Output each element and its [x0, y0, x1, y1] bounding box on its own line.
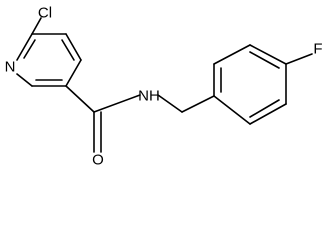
bond-b5-b6 — [249, 103, 287, 125]
bond-b3-b4-inner — [249, 51, 280, 69]
bond-c6-n1 — [16, 73, 33, 87]
bond-n1-c2-inner — [23, 39, 36, 59]
bond-c4-c5 — [65, 59, 82, 87]
bond-n1-c2 — [16, 33, 33, 61]
bond-c3-c4 — [65, 33, 82, 61]
pyridine-ring — [16, 33, 82, 87]
bond-carbonyl-n — [93, 94, 141, 113]
bond-b6-b1 — [213, 95, 251, 125]
bond-b2-b3 — [213, 44, 251, 65]
bond-n-ch2 — [157, 94, 183, 113]
fluorine-label: F — [313, 41, 322, 58]
bond-b5-b6-inner — [249, 99, 280, 118]
carbonyl-oxygen-label: O — [92, 152, 104, 169]
bond-b3-b4 — [249, 44, 287, 65]
molecule-structure: Cl N NH O F — [5, 5, 323, 169]
fluorophenyl-ring — [213, 44, 287, 125]
bond-c2-cl — [31, 17, 42, 35]
bond-c4-carbonyl — [65, 85, 95, 113]
pyridine-nitrogen-label: N — [5, 59, 16, 76]
bond-ch2-aryl — [181, 95, 215, 113]
bond-c3-c4-inner — [61, 39, 75, 61]
bond-b4-f — [285, 53, 313, 65]
amide-nitrogen-label: NH — [138, 88, 160, 105]
amide-group — [65, 85, 215, 153]
chemical-structure-canvas: Cl N NH O F — [4, 4, 323, 169]
chlorine-label: Cl — [38, 5, 52, 22]
